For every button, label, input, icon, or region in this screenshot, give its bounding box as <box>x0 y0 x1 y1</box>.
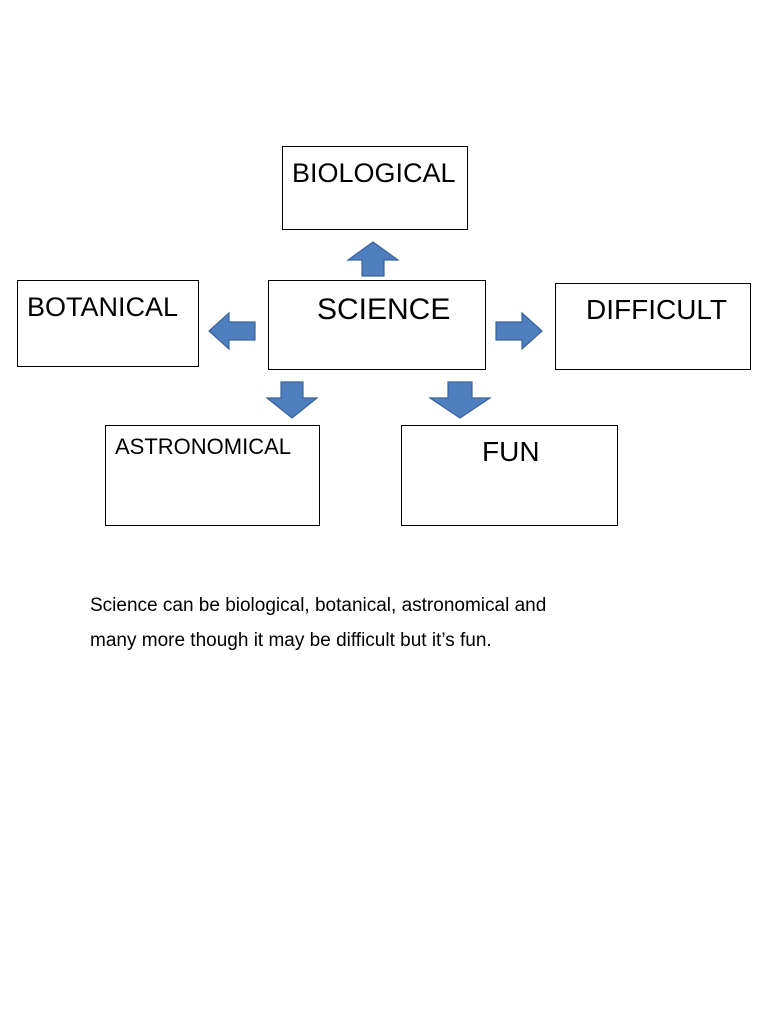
difficult-box: DIFFICULT <box>555 283 751 370</box>
fun-label: FUN <box>482 436 540 467</box>
science-label: SCIENCE <box>317 293 451 326</box>
astronomical-box: ASTRONOMICAL <box>105 425 320 526</box>
botanical-label: BOTANICAL <box>27 292 179 322</box>
biological-label: BIOLOGICAL <box>292 158 456 188</box>
arrow-left-icon <box>208 311 256 351</box>
astronomical-label: ASTRONOMICAL <box>115 434 292 459</box>
fun-box: FUN <box>401 425 618 526</box>
arrow-right-icon <box>495 311 543 351</box>
arrow-down-fun-icon <box>428 381 492 419</box>
caption-line-2: many more though it may be difficult but… <box>90 630 492 651</box>
science-box: SCIENCE <box>268 280 486 370</box>
botanical-box: BOTANICAL <box>17 280 199 367</box>
caption-paragraph: Science can be biological, botanical, as… <box>90 588 710 658</box>
biological-box: BIOLOGICAL <box>282 146 468 230</box>
caption-line-1: Science can be biological, botanical, as… <box>90 595 547 616</box>
arrow-down-astronomical-icon <box>265 381 319 419</box>
difficult-label: DIFFICULT <box>586 294 728 325</box>
arrow-up-icon <box>346 241 400 277</box>
